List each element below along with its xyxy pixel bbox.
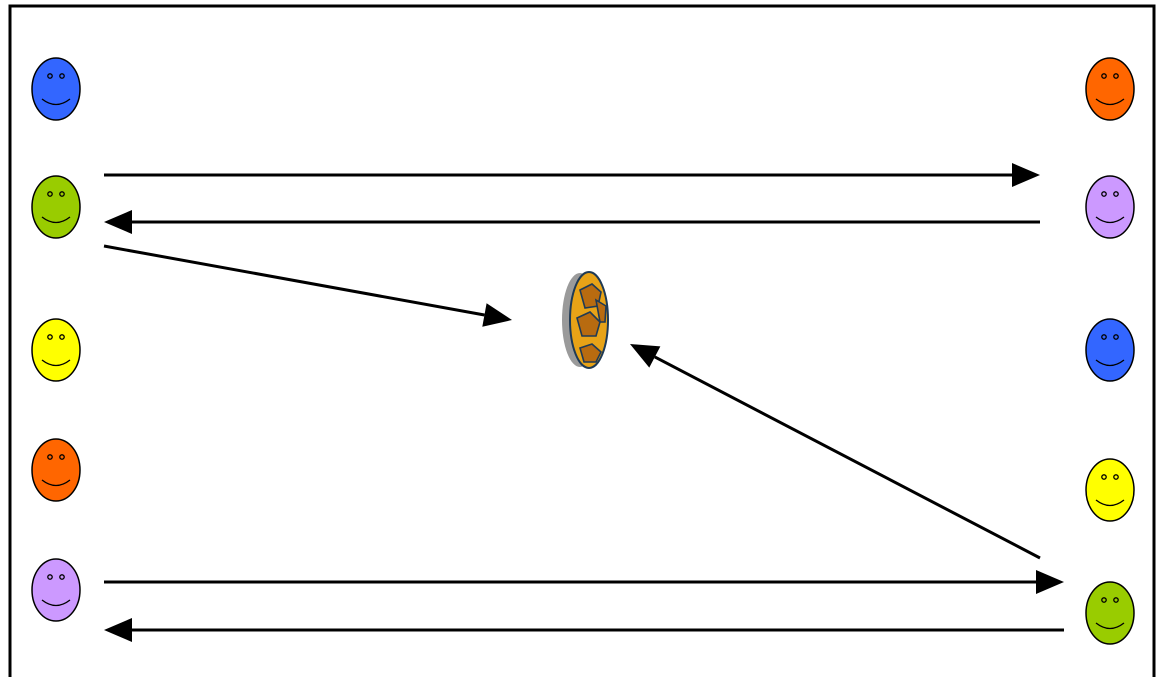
face-eye — [1101, 474, 1107, 480]
face-eye — [59, 454, 65, 460]
face-eye — [59, 334, 65, 340]
blue-smiley-face-icon — [31, 57, 81, 121]
face-head — [1085, 458, 1135, 522]
blue-smiley-face-icon — [1085, 318, 1135, 382]
face-smile — [41, 599, 71, 607]
face-eye — [1101, 334, 1107, 340]
arrow-head — [630, 344, 661, 368]
face-eye — [59, 191, 65, 197]
ball-panel — [576, 311, 601, 337]
face-head — [31, 438, 81, 502]
pass-arrow-right-purple-to-left-green — [104, 210, 1040, 234]
arrow-head — [104, 618, 132, 642]
purple-smiley-face-icon — [1085, 175, 1135, 239]
face-eye — [47, 191, 53, 197]
face-head — [1085, 581, 1135, 645]
green-smiley-face-icon — [31, 175, 81, 239]
yellow-smiley-face-icon — [1085, 458, 1135, 522]
face-head — [31, 558, 81, 622]
field-border — [8, 4, 1156, 677]
green-smiley-face-icon — [1085, 581, 1135, 645]
face-head — [31, 57, 81, 121]
face-smile — [1095, 98, 1125, 106]
arrow-head — [104, 210, 132, 234]
pass-arrow-left-green-to-right-purple — [104, 163, 1040, 187]
face-smile — [41, 98, 71, 106]
face-smile — [1095, 359, 1125, 367]
pass-arrow-right-green-to-left-purple — [104, 618, 1064, 642]
face-head — [31, 318, 81, 382]
pass-arrow-left-purple-to-right-green — [104, 570, 1064, 594]
face-eye — [1101, 597, 1107, 603]
arrow-head — [1036, 570, 1064, 594]
face-smile — [41, 479, 71, 487]
players-layer — [31, 57, 1135, 645]
face-smile — [41, 359, 71, 367]
ball-layer — [562, 271, 609, 369]
soccer-ball-icon — [562, 271, 609, 369]
face-eye — [1101, 191, 1107, 197]
face-eye — [59, 73, 65, 79]
purple-smiley-face-icon — [31, 558, 81, 622]
arrow-shaft — [654, 355, 1041, 560]
arrow-head — [1012, 163, 1040, 187]
face-head — [31, 175, 81, 239]
pass-arrow-right-green-to-ball — [630, 344, 1041, 560]
pass-arrow-left-green-to-ball — [103, 244, 512, 327]
ball-panel — [594, 298, 607, 323]
face-eye — [47, 574, 53, 580]
face-smile — [1095, 216, 1125, 224]
face-eye — [47, 73, 53, 79]
face-eye — [1113, 191, 1119, 197]
face-eye — [47, 334, 53, 340]
ball-panel — [579, 343, 602, 363]
face-head — [1085, 57, 1135, 121]
face-head — [1085, 175, 1135, 239]
arrow-shaft — [103, 244, 485, 317]
arrow-head — [482, 303, 512, 327]
face-eye — [1113, 597, 1119, 603]
face-eye — [59, 574, 65, 580]
orange-smiley-face-icon — [1085, 57, 1135, 121]
face-eye — [1113, 334, 1119, 340]
face-head — [1085, 318, 1135, 382]
orange-smiley-face-icon — [31, 438, 81, 502]
arrows-layer — [103, 163, 1064, 642]
face-eye — [47, 454, 53, 460]
yellow-smiley-face-icon — [31, 318, 81, 382]
face-smile — [1095, 499, 1125, 507]
face-eye — [1101, 73, 1107, 79]
face-smile — [41, 216, 71, 224]
face-eye — [1113, 73, 1119, 79]
face-smile — [1095, 622, 1125, 630]
face-eye — [1113, 474, 1119, 480]
